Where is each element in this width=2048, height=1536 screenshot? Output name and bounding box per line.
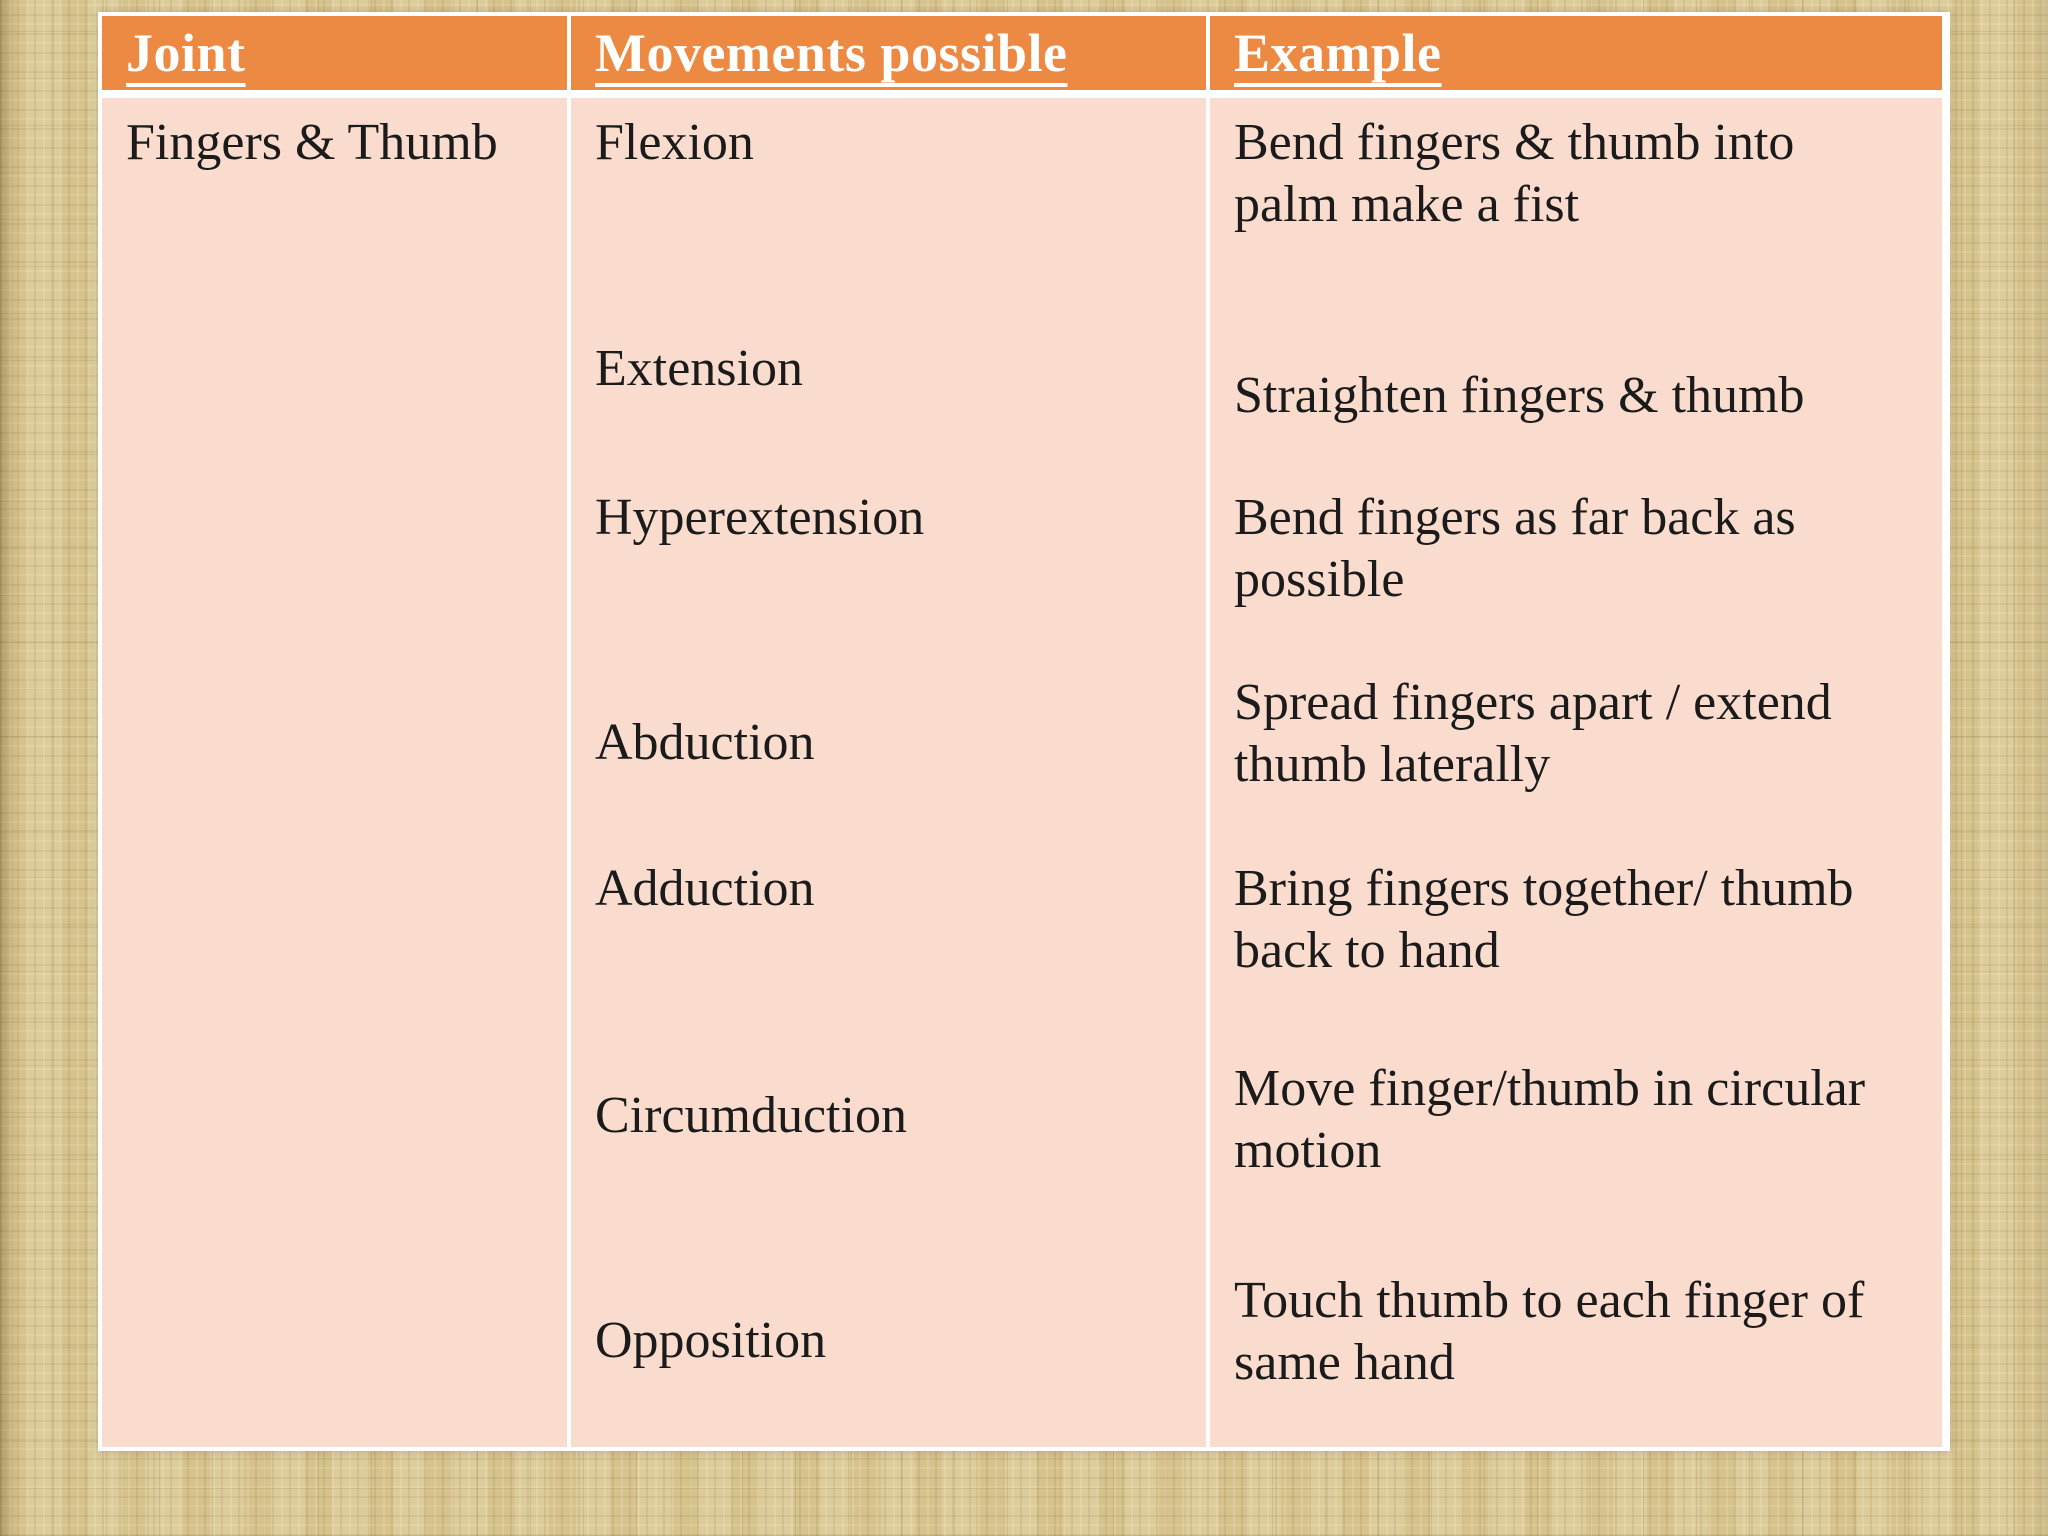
example-text: Bend fingers & thumb into palm make a fi…	[1234, 114, 1795, 233]
joint-movements-table: Joint Movements possible Example Fingers…	[98, 12, 1950, 1451]
movement-label: Hyperextension	[595, 489, 925, 546]
body-cell-examples: Bend fingers & thumb into palm make a fi…	[1210, 98, 1942, 1447]
movement-label: Adduction	[595, 860, 815, 917]
movement-label: Circumduction	[595, 1087, 907, 1144]
header-cell-example: Example	[1210, 16, 1942, 90]
table-grid: Joint Movements possible Example Fingers…	[102, 16, 1946, 1447]
example-text: Straighten fingers & thumb	[1234, 367, 1805, 424]
joint-cell-text: Fingers & Thumb	[126, 114, 498, 171]
movement-label: Extension	[595, 340, 803, 397]
example-text: Spread fingers apart / extend thumb late…	[1234, 674, 1832, 793]
header-label-joint: Joint	[126, 23, 246, 83]
movement-label: Abduction	[595, 714, 815, 771]
example-text: Move finger/thumb in circular motion	[1234, 1060, 1866, 1179]
body-cell-movements: Flexion Extension Hyperextension Abducti…	[571, 98, 1206, 1447]
example-text: Bring fingers together/ thumb back to ha…	[1234, 860, 1854, 979]
movement-label: Opposition	[595, 1312, 827, 1369]
body-cell-joint: Fingers & Thumb	[102, 98, 567, 1447]
example-text: Bend fingers as far back as possible	[1234, 489, 1796, 608]
header-label-movements: Movements possible	[595, 23, 1068, 83]
movement-label: Flexion	[595, 114, 754, 171]
example-text: Touch thumb to each finger of same hand	[1234, 1272, 1865, 1391]
header-label-example: Example	[1234, 23, 1442, 83]
header-cell-movements: Movements possible	[571, 16, 1206, 90]
header-cell-joint: Joint	[102, 16, 567, 90]
